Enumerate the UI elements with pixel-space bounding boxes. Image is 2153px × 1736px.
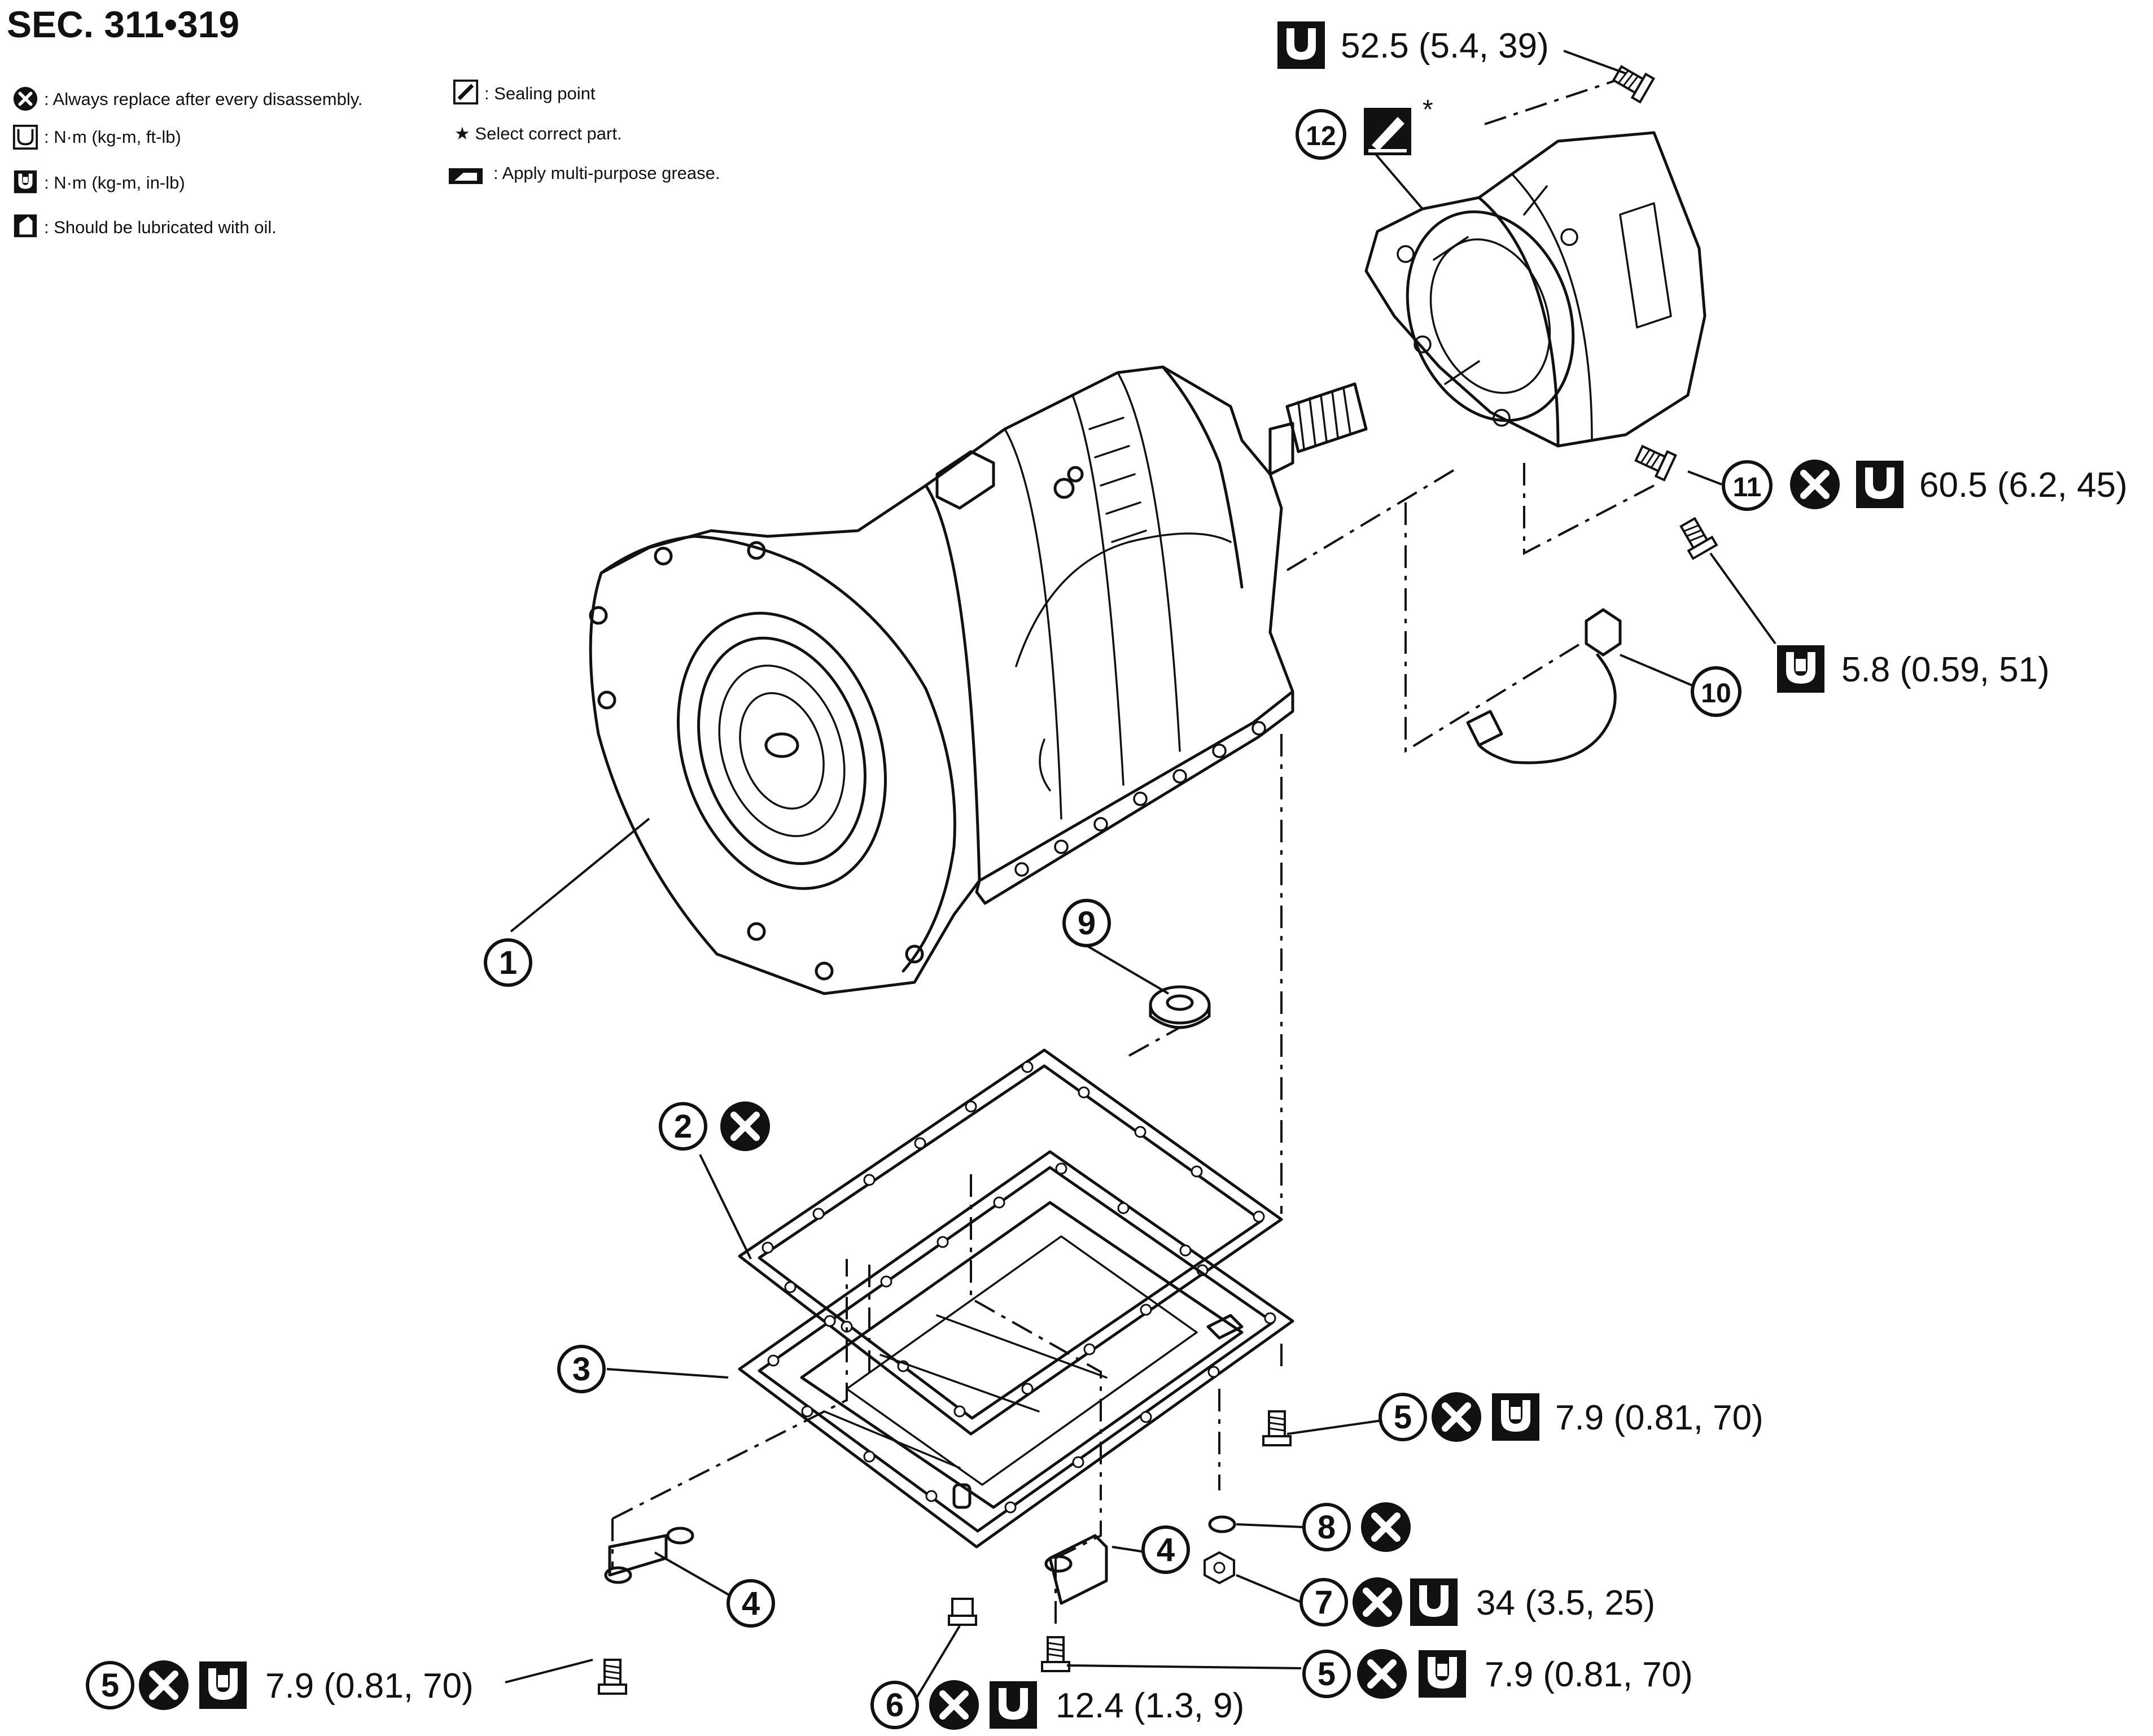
callout-9-number: 9 (1078, 905, 1096, 942)
section-code: SEC. 311•319 (7, 3, 239, 45)
callout-5-right-number: 5 (1394, 1399, 1412, 1436)
oil-pan (738, 1150, 1294, 1549)
sensor-harness (1466, 608, 1622, 764)
callout-12-star: * (1423, 95, 1433, 125)
callout-10-number: 10 (1701, 679, 1731, 709)
callout-11-torque-icon (1856, 461, 1903, 508)
callout-5-center-number: 5 (1318, 1656, 1336, 1693)
drain-plug-washer (1149, 985, 1211, 1029)
leader-lines (505, 50, 1776, 1712)
replace-icon (14, 87, 37, 111)
callout-9: 9 (1062, 899, 1111, 947)
pan-bolt-left (598, 1659, 627, 1695)
top-bolt-spec: 52.5 (5.4, 39) (1341, 27, 1549, 65)
callout-10: 10 5.8 (0.59, 51) (1691, 645, 2050, 717)
callout-5-left-number: 5 (101, 1667, 119, 1704)
callout-6-spec: 12.4 (1.3, 9) (1056, 1686, 1244, 1725)
oil-can-icon (14, 214, 37, 238)
alignment-lines (611, 78, 1655, 1626)
sealing-icon (453, 79, 479, 105)
bracket-left (604, 1527, 694, 1584)
callout-4-left-number: 4 (742, 1585, 760, 1622)
callout-8: 8 (1302, 1502, 1411, 1552)
callout-4-center: 4 (1141, 1525, 1190, 1574)
callout-1: 1 (484, 938, 532, 987)
torque-inlb-icon (14, 170, 37, 194)
callout-10-spec: 5.8 (0.59, 51) (1841, 650, 2050, 689)
callout-5-left: 5 7.9 (0.81, 70) (86, 1660, 474, 1710)
callout-1-number: 1 (499, 944, 517, 981)
callout-4-center-number: 4 (1157, 1532, 1175, 1568)
legend-torque-ftlb: : N·m (kg-m, ft-lb) (44, 127, 181, 147)
callout-3: 3 (557, 1345, 606, 1393)
drain-nut (1204, 1551, 1235, 1585)
drain-plug (948, 1598, 977, 1626)
callout-5-left-replace-icon (139, 1660, 189, 1710)
callout-10-torque-icon (1777, 645, 1824, 693)
callout-12: 12 * (1296, 95, 1433, 160)
callout-6-torque-icon (990, 1681, 1037, 1729)
legend-oil: : Should be lubricated with oil. (44, 217, 277, 237)
torque-ftlb-icon (12, 124, 38, 150)
callout-12-number: 12 (1306, 121, 1336, 151)
grease-icon (449, 168, 483, 184)
callout-5-left-torque-icon (199, 1661, 247, 1709)
callout-2-number: 2 (674, 1108, 692, 1145)
callout-6: 6 12.4 (1.3, 9) (870, 1680, 1244, 1730)
top-bolt-torque-icon (1277, 21, 1325, 69)
callout-5-right-torque-icon (1492, 1393, 1539, 1441)
callout-3-number: 3 (572, 1351, 590, 1388)
legend: : Always replace after every disassembly… (12, 79, 720, 238)
callout-7-number: 7 (1315, 1584, 1333, 1621)
callout-6-number: 6 (886, 1687, 904, 1724)
legend-torque-inlb: : N·m (kg-m, in-lb) (44, 173, 185, 193)
drain-washer (1208, 1515, 1236, 1533)
oil-pan-gasket (738, 1048, 1283, 1436)
callout-7-torque-icon (1410, 1578, 1458, 1626)
legend-replace: : Always replace after every disassembly… (44, 89, 363, 109)
pan-bolt-right (1262, 1410, 1292, 1446)
callout-5-right-replace-icon (1432, 1392, 1481, 1442)
callout-5-right-spec: 7.9 (0.81, 70) (1555, 1398, 1763, 1437)
callout-7-spec: 34 (3.5, 25) (1476, 1584, 1655, 1623)
callout-5-center-replace-icon (1357, 1649, 1407, 1699)
callout-5-center: 5 7.9 (0.81, 70) (1302, 1649, 1693, 1699)
legend-select: ★ Select correct part. (454, 124, 622, 143)
pan-bolt-center (1041, 1636, 1070, 1672)
extension-housing (1364, 131, 1706, 448)
callout-12-sealing-icon (1364, 108, 1411, 155)
callout-11-spec: 60.5 (6.2, 45) (1919, 466, 2128, 505)
callout-7-replace-icon (1353, 1577, 1402, 1627)
sensor-bolt (1675, 514, 1718, 560)
legend-grease: : Apply multi-purpose grease. (493, 163, 720, 183)
legend-sealing: : Sealing point (484, 84, 596, 103)
callout-5-center-spec: 7.9 (0.81, 70) (1485, 1655, 1693, 1694)
callout-11-replace-icon (1790, 460, 1840, 509)
callout-7: 7 34 (3.5, 25) (1299, 1577, 1655, 1627)
callout-8-replace-icon (1361, 1502, 1411, 1552)
top-bolt-callout: 52.5 (5.4, 39) (1277, 21, 1549, 69)
transmission-assembly (589, 365, 1368, 995)
callout-5-right: 5 7.9 (0.81, 70) (1379, 1392, 1763, 1442)
callout-6-replace-icon (929, 1680, 979, 1730)
extension-bolt (1632, 440, 1677, 482)
callout-11-number: 11 (1733, 473, 1762, 502)
bracket-center (1044, 1534, 1108, 1605)
callout-8-number: 8 (1318, 1509, 1336, 1546)
callout-4-left: 4 (727, 1579, 775, 1628)
callout-2: 2 (659, 1101, 770, 1151)
callout-11: 11 60.5 (6.2, 45) (1722, 460, 2128, 509)
callout-2-replace-icon (720, 1101, 770, 1151)
top-bolt (1609, 60, 1655, 103)
callout-5-center-torque-icon (1419, 1650, 1466, 1698)
callout-5-left-spec: 7.9 (0.81, 70) (265, 1667, 474, 1706)
